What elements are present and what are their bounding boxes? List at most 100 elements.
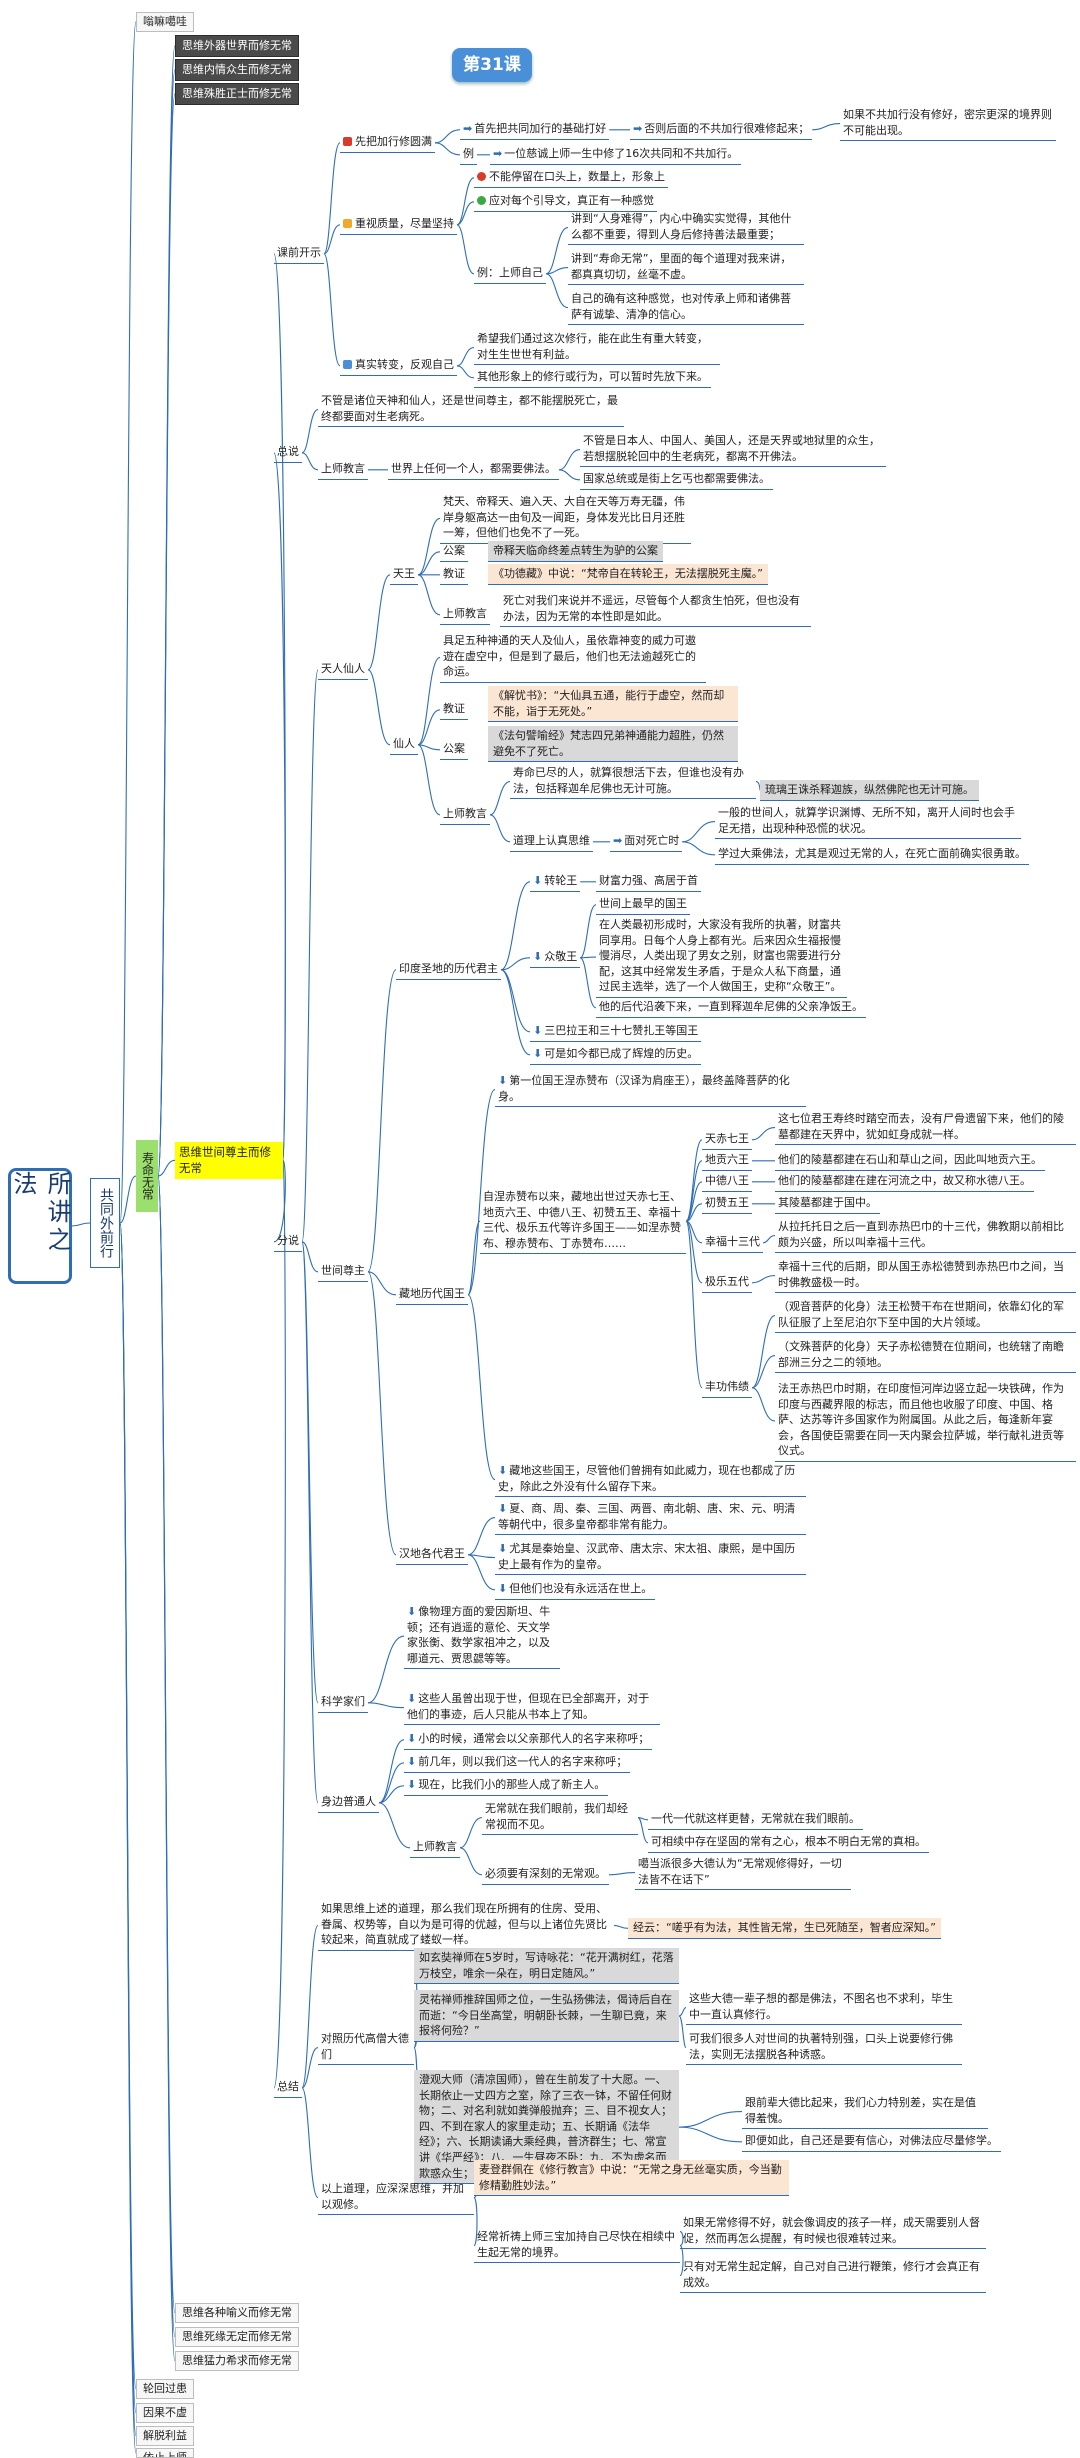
lords-in2[interactable]: ⬇众敬王 [530, 948, 581, 968]
lords-tb-r1t[interactable]: 这七位君王寿终时踏空而去，没有尸骨遗留下来，他们的陵墓都建在天界中，犹如虹身成就… [775, 1110, 1076, 1146]
summary-label[interactable]: 总说 [274, 443, 302, 463]
tag-karma[interactable]: 因果不虚 [136, 2403, 194, 2423]
summary-teach-b[interactable]: 不管是日本人、中国人、美国人，还是天界或地狱里的众生，若想摆脱轮回中的生老病死，… [580, 432, 886, 468]
root-node[interactable]: 所讲之法 [8, 1168, 72, 1284]
sci-label[interactable]: 科学家们 [318, 1693, 368, 1713]
gods-xr-teach-label[interactable]: 上师教言 [440, 805, 490, 825]
lords-tb-first[interactable]: ⬇第一位国王涅赤赞布（汉译为肩座王），最终盖降菩萨的化身。 [495, 1072, 806, 1108]
lords-in4[interactable]: ⬇可是如今都已成了辉煌的历史。 [530, 1045, 702, 1065]
intro-a3[interactable]: 如果不共加行没有修好，密宗更深的境界则不可能出现。 [840, 106, 1056, 142]
intro-b2[interactable]: 应对每个引导文，真正有一种感觉 [474, 192, 657, 212]
conc-m1[interactable]: 如玄奘禅师在5岁时，写诗咏花：“花开满树红，花落万枝空，唯余一朵在，明日定随风。… [414, 1948, 679, 1985]
tag-noble-beings[interactable]: 思维殊胜正士而修无常 [175, 83, 299, 105]
intro-a-example[interactable]: ➡一位慈诚上师一生中修了16次共同和不共加行。 [490, 145, 742, 165]
gods-tw-jiaozheng-label[interactable]: 教证 [440, 565, 468, 585]
lords-tb-r2[interactable]: 地贡六王 [702, 1151, 752, 1171]
gods-tw-text[interactable]: 梵天、帝释天、遍入天、大自在天等万寿无疆，伟岸身躯高达一由旬及一闻距，身体发光比… [440, 493, 691, 544]
intro-c2[interactable]: 其他形象上的修行或行为，可以暂时先放下来。 [474, 368, 711, 388]
intro-b[interactable]: 重视质量，尽量坚持 [340, 215, 457, 235]
people-t1a[interactable]: 一代一代就这样更替，无常就在我们眼前。 [648, 1810, 863, 1830]
lords-tb-r7c[interactable]: 法王赤热巴巾时期，在印度恒河岸边竖立起一块铁碑，作为印度与西藏界限的标志，而且他… [775, 1380, 1076, 1463]
gods-xr-face-1[interactable]: 一般的世间人，就算学识渊博、无所不知，离开人间时也会手足无措，出现种种恐慌的状况… [715, 804, 1021, 840]
highlight-node[interactable]: 思维世间尊主而修无常 [175, 1142, 283, 1179]
intro-b-example-3[interactable]: 自己的确有这种感觉，也对传承上师和诸佛菩萨有诚挚、清净的信心。 [568, 290, 804, 326]
lords-tb-r4t[interactable]: 其陵墓都建于国中。 [775, 1194, 880, 1214]
people-t2[interactable]: 必须要有深刻的无常观。 [482, 1865, 609, 1885]
tag-outer-world[interactable]: 思维外器世界而修无常 [175, 35, 299, 57]
tag-metaphor[interactable]: 思维各种喻义而修无常 [175, 2303, 299, 2323]
gods-tw-gongan-text[interactable]: 帝释天临命终差点转生为驴的公案 [488, 541, 663, 562]
lords-tb-r2t[interactable]: 他们的陵墓都建在石山和草山之间，因此叫地贡六王。 [775, 1151, 1045, 1171]
conclusion-label[interactable]: 总结 [274, 2078, 302, 2098]
intro-b1[interactable]: 不能停留在口头上，数量上，形象上 [474, 168, 668, 188]
intro-label[interactable]: 课前开示 [274, 244, 324, 264]
lords-in3[interactable]: ⬇三巴拉王和三十七赞扎王等国王 [530, 1022, 702, 1042]
lords-in1[interactable]: ⬇转轮王 [530, 872, 581, 892]
lords-tb-r5[interactable]: 幸福十三代 [702, 1233, 763, 1253]
sci-b[interactable]: ⬇这些人虽曾出现于世，但现在已全部离开，对于他们的事迹，后人只能从书本上了知。 [404, 1690, 660, 1726]
people-c[interactable]: ⬇现在，比我们小的那些人成了新主人。 [404, 1776, 609, 1796]
tag-inner-beings[interactable]: 思维内情众生而修无常 [175, 59, 299, 81]
lords-han2[interactable]: ⬇尤其是秦始皇、汉武帝、唐太宗、宋太祖、康熙，是中国历史上最有作为的皇帝。 [495, 1540, 806, 1576]
lords-tb-r4[interactable]: 初赞五王 [702, 1194, 752, 1214]
gods-tianwang[interactable]: 天王 [390, 565, 418, 585]
conc-p2[interactable]: 经常祈祷上师三宝加持自己尽快在相续中生起无常的境界。 [474, 2228, 680, 2264]
lords-in2-a[interactable]: 世间上最早的国王 [596, 895, 690, 915]
lords-in2-b[interactable]: 在人类最初形成时，大家没有我所的执著，财富共同享用。日每个人身上都有光。后来因众… [596, 916, 847, 999]
gods-xr-text[interactable]: 具足五种神通的天人及仙人，虽依靠神变的威力可遨遊在虚空中，但是到了最后，他们也无… [440, 632, 706, 683]
gods-xr-reason[interactable]: 道理上认真思维 [510, 832, 593, 852]
summary-teach-c[interactable]: 国家总统或是街上乞丐也都需要佛法。 [580, 470, 773, 490]
tag-death-causes[interactable]: 思维死缘无定而修无常 [175, 2327, 299, 2347]
lords-tb-r6[interactable]: 极乐五代 [702, 1273, 752, 1293]
conc-p1[interactable]: 麦登群佩在《修行教言》中说：“无常之身无丝毫实质，今当勤修精勤胜妙法。” [474, 2160, 789, 2197]
conc-m3a[interactable]: 跟前辈大德比起来，我们心力特别差，实在是值得羞愧。 [742, 2094, 988, 2130]
lords-tibet[interactable]: 藏地历代国王 [396, 1285, 468, 1305]
tag-strong-aspiration[interactable]: 思维猛力希求而修无常 [175, 2351, 299, 2371]
people-teach[interactable]: 上师教言 [410, 1838, 460, 1858]
conc-m2a[interactable]: 这些大德一辈子想的都是佛法，不图名也不求利，毕生中一直认真修行。 [686, 1990, 962, 2026]
intro-c[interactable]: 真实转变，反观自己 [340, 356, 457, 376]
gods-label[interactable]: 天人仙人 [318, 660, 368, 680]
intro-a[interactable]: 先把加行修圆满 [340, 133, 435, 153]
lords-tb-r7b[interactable]: （文殊菩萨的化身）天子赤松德赞在位期间，也统辖了南瞻部洲三分之二的领地。 [775, 1338, 1076, 1374]
lords-tb-r5t[interactable]: 从拉托托日之后一直到赤热巴巾的十三代，佛教期以前相比颇为兴盛，所以叫幸福十三代。 [775, 1218, 1076, 1254]
sci-a[interactable]: ⬇像物理方面的爱因斯坦、牛顿；还有逍遥的意伦、天文学家张衡、数学家祖冲之，以及哪… [404, 1603, 560, 1670]
lords-tb-r7[interactable]: 丰功伟绩 [702, 1378, 752, 1398]
gods-xr-jiaozheng-text[interactable]: 《解忧书》：“大仙具五通，能行于虚空，然而却不能，诣于无死处。” [488, 686, 738, 723]
lords-tb-r7a[interactable]: （观音菩萨的化身）法王松赞干布在世期间，依靠幻化的军队征服了上至尼泊尔下至中国的… [775, 1298, 1076, 1334]
gods-tw-teach-text[interactable]: 死亡对我们来说并不遥远，尽管每个人都贪生怕死，但也没有办法，因为无常的本性即是如… [500, 592, 811, 628]
lords-label[interactable]: 世间尊主 [318, 1262, 368, 1282]
summary-teach-a[interactable]: 世界上任何一个人，都需要佛法。 [388, 460, 559, 480]
gods-xr-gongan-label[interactable]: 公案 [440, 740, 468, 760]
lords-india[interactable]: 印度圣地的历代君主 [396, 960, 501, 980]
conc-m2[interactable]: 灵祐禅师推辞国师之位，一生弘扬佛法，偈诗后自在而逝：“今日坐高堂，明朝卧长棘，一… [414, 1990, 679, 2042]
lords-in2-c[interactable]: 他的后代沿袭下来，一直到释迦牟尼佛的父亲净饭王。 [596, 998, 866, 1018]
lords-tb-r6t[interactable]: 幸福十三代的后期，即从国王赤松德赞到赤热巴巾之间，当时佛教盛极一时。 [775, 1258, 1076, 1294]
intro-b-example-1[interactable]: 讲到“人身难得”，内心中确实实觉得，其他什么都不重要，得到人身后修持善法最重要； [568, 210, 804, 246]
conc-text[interactable]: 如果思维上述的道理，那么我们现在所拥有的住房、受用、眷属、权势等，自以为是可得的… [318, 1900, 614, 1951]
lords-tb-r3[interactable]: 中德八王 [702, 1172, 752, 1192]
gods-xr-teach-quote[interactable]: 琉璃王诛杀释迦族，纵然佛陀也无计可施。 [760, 780, 979, 801]
people-t2a[interactable]: 噶当派很多大德认为“无常观修得好，一切法皆不在话下” [635, 1855, 851, 1891]
gods-xr-gongan-text[interactable]: 《法句譬喻经》梵志四兄弟神通能力超胜，仍然避免不了死亡。 [488, 726, 738, 763]
conc-practice[interactable]: 以上道理，应深深思维，并加以观修。 [318, 2180, 474, 2216]
lords-tb-r3t[interactable]: 他们的陵墓都建在建在河流之中，故又称水德八王。 [775, 1172, 1034, 1192]
lords-han1[interactable]: ⬇夏、商、周、秦、三国、两晋、南北朝、唐、宋、元、明清等朝代中，很多皇帝都非常有… [495, 1500, 806, 1536]
intro-a2[interactable]: ➡否则后面的不共加行很难修起来； [630, 120, 813, 140]
lords-han[interactable]: 汉地各代君王 [396, 1545, 468, 1565]
conc-m2b[interactable]: 可我们很多人对世间的执著特别强，口头上说要修行佛法，实则无法摆脱各种诱惑。 [686, 2030, 962, 2066]
gods-xr-jiaozheng-label[interactable]: 教证 [440, 700, 468, 720]
gods-xianren[interactable]: 仙人 [390, 735, 418, 755]
people-a[interactable]: ⬇小的时候，通常会以父亲那代人的名字来称呼； [404, 1730, 653, 1750]
intro-c1[interactable]: 希望我们通过这次修行，能在此生有重大转变，对生生世世有利益。 [474, 330, 720, 366]
lords-in1-a[interactable]: 财富力强、高居于首 [596, 872, 701, 892]
intro-a-example-label[interactable]: 例 [460, 145, 477, 165]
gods-tw-jiaozheng-text[interactable]: 《功德藏》中说：“梵帝自在转轮王，无法摆脱死主魔。” [488, 564, 768, 585]
lords-tb-r1[interactable]: 天赤七王 [702, 1130, 752, 1150]
gods-xr-face[interactable]: ➡面对死亡时 [610, 832, 683, 852]
gods-xr-teach-text[interactable]: 寿命已尽的人，就算很想活下去，但谁也没有办法，包括释迦牟尼佛也无计可施。 [510, 764, 756, 800]
gods-xr-face-2[interactable]: 学过大乘佛法，尤其是观过无常的人，在死亡面前确实很勇敢。 [715, 845, 1029, 865]
people-b[interactable]: ⬇前几年，则以我们这一代人的名字来称呼； [404, 1753, 631, 1773]
conc-m3b[interactable]: 即便如此，自己还是要有信心，对佛法应尽量修学。 [742, 2132, 1001, 2152]
lords-tb-list[interactable]: 自涅赤赞布以来，藏地出世过天赤七王、地贡六王、中德八王、初赞五王、幸福十三代、极… [480, 1188, 686, 1255]
